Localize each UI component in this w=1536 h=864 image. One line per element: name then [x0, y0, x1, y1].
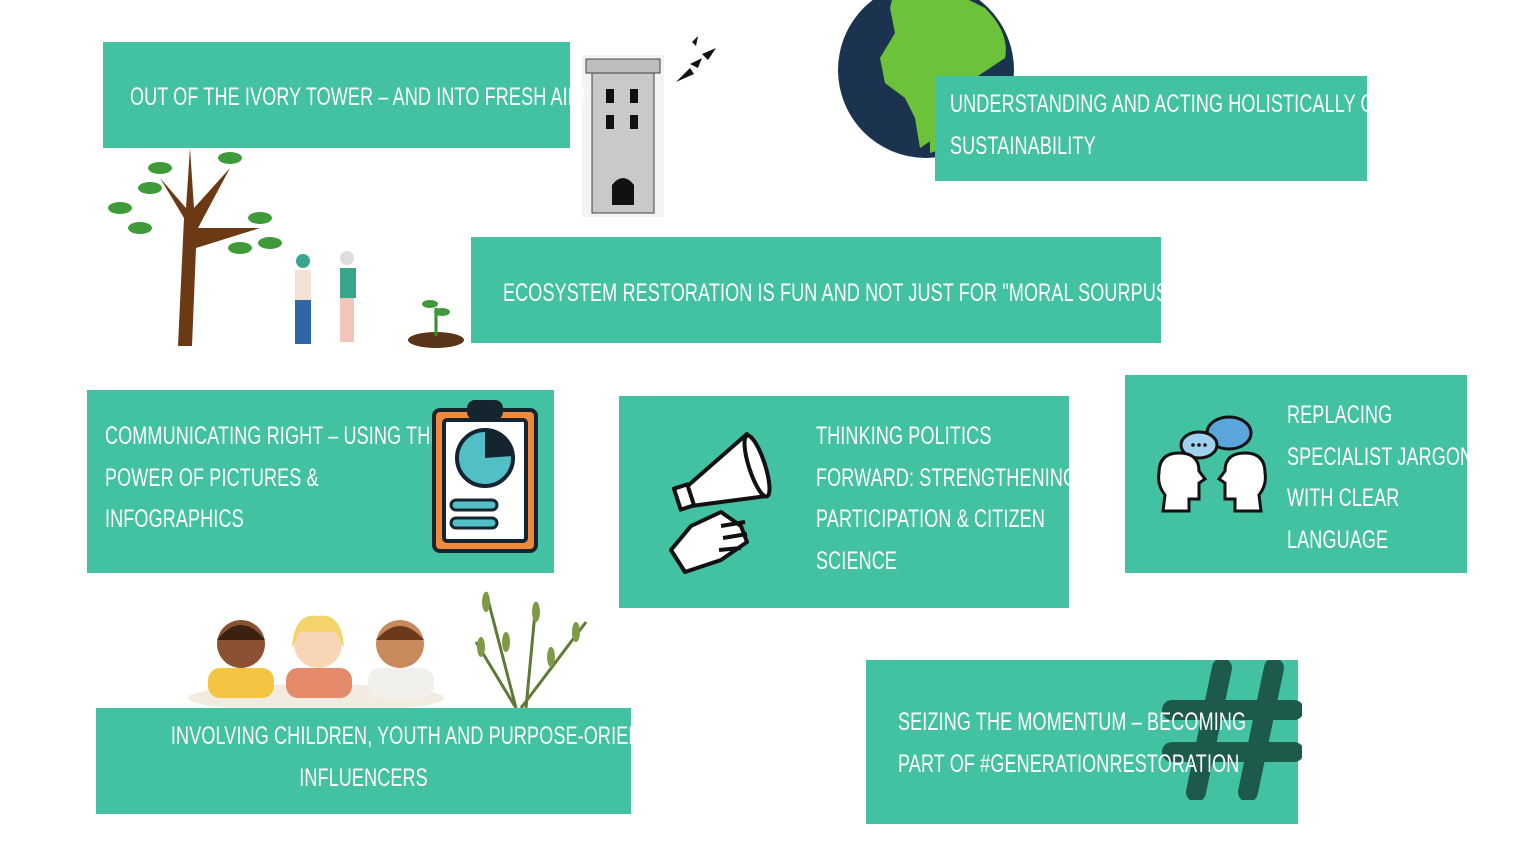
card-text-line: UNDERSTANDING AND ACTING HOLISTICALLY ON: [950, 90, 1388, 118]
card-text-line: ECOSYSTEM RESTORATION IS FUN AND NOT JUS…: [503, 279, 1217, 307]
card-communicating: COMMUNICATING RIGHT – USING THE POWER OF…: [87, 390, 554, 573]
card-jargon: REPLACING SPECIALIST JARGON WITH CLEAR L…: [1125, 375, 1473, 573]
card-text-line: SCIENCE: [816, 546, 898, 575]
card-text-line: THINKING POLITICS: [816, 422, 992, 450]
card-text-line: FORWARD: STRENGTHENING: [816, 463, 1078, 492]
clipboard-chart-icon: [432, 400, 538, 553]
card-text-line: LANGUAGE: [1287, 525, 1389, 554]
megaphone-icon: [669, 432, 772, 574]
card-text-line: INFOGRAPHICS: [105, 505, 244, 533]
children-icon: [188, 591, 588, 710]
card-sustainability: UNDERSTANDING AND ACTING HOLISTICALLY ON…: [935, 76, 1388, 181]
card-text-line: INFLUENCERS: [299, 763, 428, 792]
card-text-line: WITH CLEAR: [1287, 484, 1400, 512]
card-ecosystem-fun: ECOSYSTEM RESTORATION IS FUN AND NOT JUS…: [471, 237, 1216, 343]
card-children-youth: INVOLVING CHILDREN, YOUTH AND PURPOSE-OR…: [96, 708, 678, 814]
card-text-line: SEIZING THE MOMENTUM – BECOMING: [898, 708, 1247, 736]
card-ivory-tower: OUT OF THE IVORY TOWER – AND INTO FRESH …: [103, 42, 586, 148]
card-text-line: PARTICIPATION & CITIZEN: [816, 505, 1046, 533]
card-text-line: OUT OF THE IVORY TOWER – AND INTO FRESH …: [130, 83, 587, 111]
card-text-line: POWER OF PICTURES &: [105, 463, 319, 492]
tree-people-icon: [108, 133, 464, 348]
speech-heads-icon: [1157, 415, 1267, 513]
tower-icon: [582, 55, 664, 217]
card-text-line: COMMUNICATING RIGHT – USING THE: [105, 422, 443, 450]
birds-icon: [676, 36, 716, 82]
card-politics: THINKING POLITICS FORWARD: STRENGTHENING…: [619, 396, 1077, 608]
card-text-line: SPECIALIST JARGON: [1287, 442, 1474, 471]
card-text-line: SUSTAINABILITY: [950, 131, 1096, 160]
card-text-line: INVOLVING CHILDREN, YOUTH AND PURPOSE-OR…: [170, 722, 678, 750]
hashtag-icon: [1162, 660, 1302, 800]
card-text-line: PART OF #GENERATIONRESTORATION: [898, 749, 1240, 778]
card-text-line: REPLACING: [1287, 401, 1393, 429]
card-momentum: SEIZING THE MOMENTUM – BECOMING PART OF …: [866, 660, 1302, 824]
